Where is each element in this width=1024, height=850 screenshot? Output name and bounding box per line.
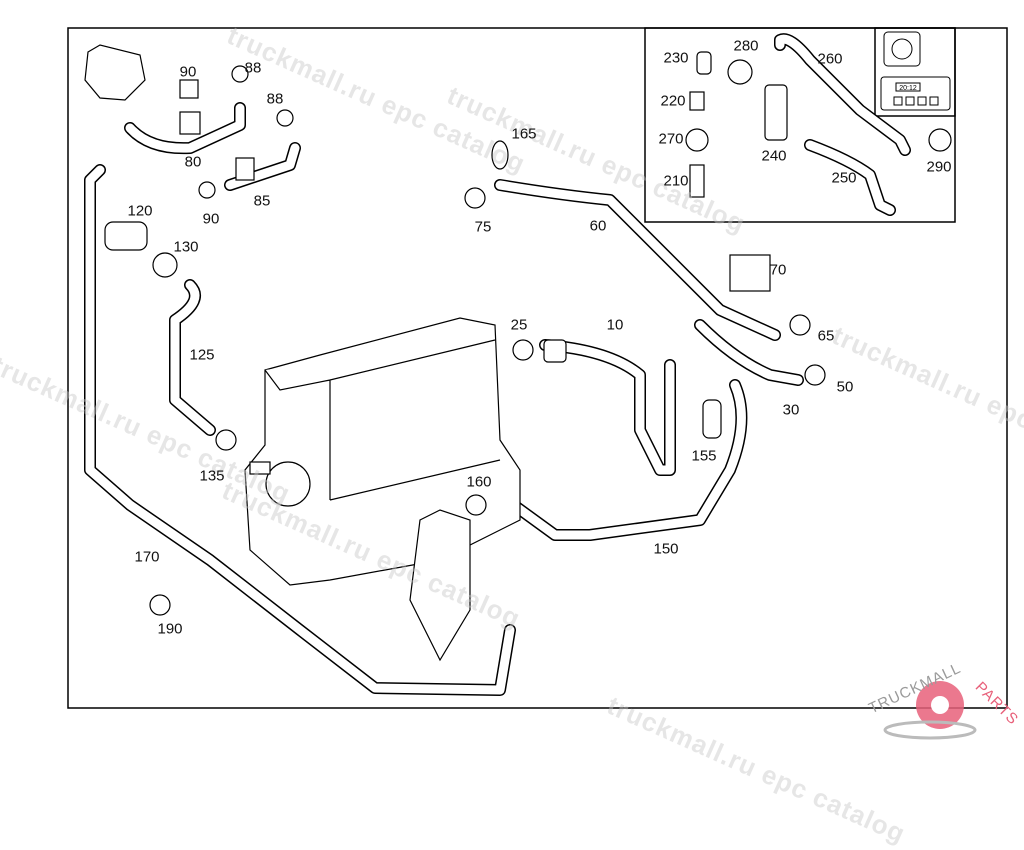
part-label-25: 25 bbox=[510, 316, 528, 334]
clamp-90a bbox=[179, 79, 199, 99]
part-label-75: 75 bbox=[474, 218, 492, 236]
part-label-290: 290 bbox=[926, 158, 952, 176]
gear-logo-icon bbox=[883, 681, 977, 740]
truckmall-parts-logo: TRUCKMALL PARTS bbox=[855, 655, 1022, 750]
part-label-80: 80 bbox=[184, 153, 202, 171]
hoses bbox=[84, 33, 911, 696]
control-panel-display: 20:12 bbox=[899, 85, 917, 92]
part-label-65: 65 bbox=[817, 327, 835, 345]
part-label-280: 280 bbox=[733, 37, 759, 55]
part-label-210: 210 bbox=[663, 172, 689, 190]
part-label-90a: 90 bbox=[179, 63, 197, 81]
part-label-250: 250 bbox=[831, 169, 857, 187]
valve-80 bbox=[179, 111, 201, 135]
part-label-125: 125 bbox=[189, 346, 215, 364]
part-label-230: 230 bbox=[663, 49, 689, 67]
part-label-165: 165 bbox=[511, 125, 537, 143]
part-label-260: 260 bbox=[817, 50, 843, 68]
part-label-10: 10 bbox=[606, 316, 624, 334]
diagram-frame bbox=[67, 27, 1008, 709]
part-label-60: 60 bbox=[589, 217, 607, 235]
part-label-270: 270 bbox=[658, 130, 684, 148]
part-label-130: 130 bbox=[173, 238, 199, 256]
part-label-88b: 88 bbox=[266, 90, 284, 108]
part-label-155: 155 bbox=[691, 447, 717, 465]
part-label-85: 85 bbox=[253, 192, 271, 210]
part-label-160: 160 bbox=[466, 473, 492, 491]
part-label-50: 50 bbox=[836, 378, 854, 396]
part-label-90b: 90 bbox=[202, 210, 220, 228]
part-label-88a: 88 bbox=[244, 59, 262, 77]
components bbox=[84, 44, 952, 662]
pump-120 bbox=[104, 221, 148, 251]
part-label-190: 190 bbox=[157, 620, 183, 638]
part-label-170: 170 bbox=[134, 548, 160, 566]
parts-diagram: 20:12 bbox=[67, 27, 1008, 709]
valve-85 bbox=[235, 157, 255, 181]
part-label-135: 135 bbox=[199, 467, 225, 485]
expansion-tank bbox=[84, 44, 146, 101]
part-label-150: 150 bbox=[653, 540, 679, 558]
part-label-70: 70 bbox=[769, 261, 787, 279]
part-label-240: 240 bbox=[761, 147, 787, 165]
control-panel-frame bbox=[874, 27, 956, 117]
part-label-30: 30 bbox=[782, 401, 800, 419]
inset-frame bbox=[644, 27, 956, 223]
heater-control-panel bbox=[880, 31, 951, 111]
part-label-220: 220 bbox=[660, 92, 686, 110]
part-label-120: 120 bbox=[127, 202, 153, 220]
